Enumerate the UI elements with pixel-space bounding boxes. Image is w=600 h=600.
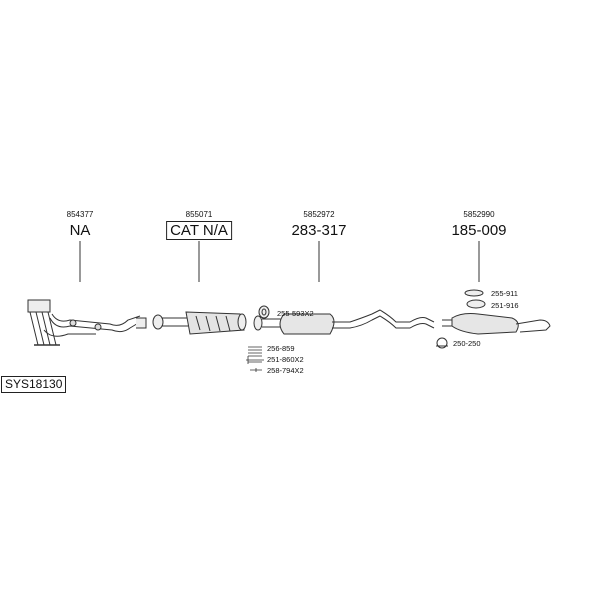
part-number-2[interactable]: CAT N/A: [166, 221, 232, 240]
part-number-4[interactable]: 185-009: [451, 222, 507, 239]
oe-number-4: 5852990: [463, 210, 495, 219]
part-number-3[interactable]: 283-317: [291, 222, 347, 239]
part-number-1[interactable]: NA: [69, 222, 91, 239]
spring-icon: [248, 346, 262, 357]
accessory-label[interactable]: 251-916: [491, 301, 519, 310]
oe-number-2: 855071: [185, 210, 213, 219]
middle-silencer-part: [253, 309, 435, 335]
catalytic-converter-part: [152, 311, 247, 335]
accessory-label[interactable]: 256-859: [267, 344, 295, 353]
accessory-label[interactable]: 250-250: [453, 339, 481, 348]
pipe-clamp-icon: [436, 337, 448, 349]
accessory-label[interactable]: 255-911: [491, 289, 518, 298]
bolt-icon: [246, 356, 264, 364]
rubber-hanger-icon: [464, 289, 484, 297]
screw-icon: [250, 368, 262, 372]
accessory-label[interactable]: 255-593X2: [277, 309, 314, 318]
rear-silencer-part: [442, 313, 551, 335]
system-code-badge: SYS18130: [1, 376, 67, 393]
gasket-ring-icon: [258, 305, 270, 319]
oe-number-1: 854377: [66, 210, 94, 219]
accessory-label[interactable]: 251-860X2: [267, 355, 304, 364]
front-pipe-part: [27, 299, 147, 346]
clamp-icon: [466, 299, 486, 309]
oe-number-3: 5852972: [303, 210, 335, 219]
accessory-label[interactable]: 258-794X2: [267, 366, 304, 375]
